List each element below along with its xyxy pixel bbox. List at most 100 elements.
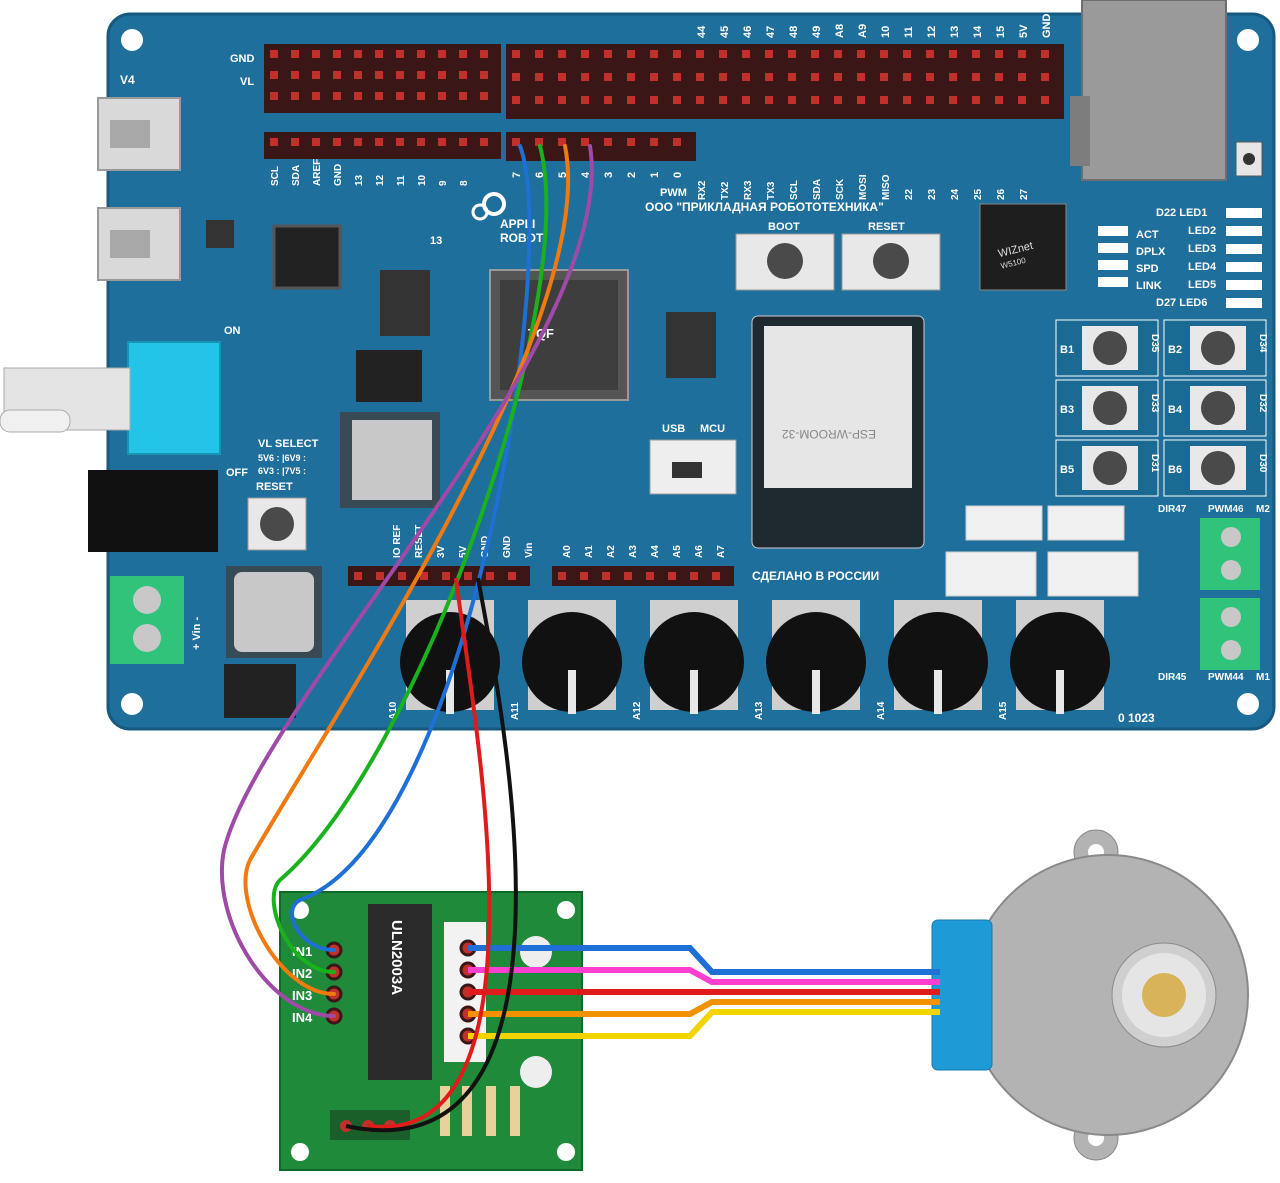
- header-pin: [1041, 73, 1049, 81]
- signal-wires: [220, 144, 594, 1018]
- resistor: [462, 1086, 472, 1136]
- button-label: B6: [1168, 464, 1182, 476]
- header-pin: [880, 50, 888, 58]
- header-pin: [742, 96, 750, 104]
- svg-text:ULN2003A: ULN2003A: [388, 920, 405, 995]
- header-pin: [742, 73, 750, 81]
- header-pin: [333, 71, 341, 79]
- pin-number: 45: [719, 26, 731, 38]
- header-pin: [535, 73, 543, 81]
- esp32-module: ESP-WROOM-32: [751, 315, 925, 549]
- boot-button[interactable]: [735, 233, 835, 291]
- button-pin-label: D33: [1149, 394, 1160, 413]
- header-pin: [811, 96, 819, 104]
- potentiometer-a14[interactable]: A14: [876, 600, 988, 720]
- header-pin: [690, 572, 698, 580]
- header-pin: [417, 71, 425, 79]
- black-wire: [345, 577, 518, 1132]
- header-pin: [512, 138, 520, 146]
- header-pin: [512, 96, 520, 104]
- vl-options: 6V3 : |7V5 :: [258, 466, 306, 476]
- header-pin: [459, 50, 467, 58]
- header-pin: [926, 50, 934, 58]
- header-pin: [627, 96, 635, 104]
- pin-number: 13: [949, 26, 961, 38]
- pin-number: A9: [857, 24, 869, 38]
- mount-hole: [121, 693, 143, 715]
- mount-hole: [1237, 29, 1259, 51]
- header-pin: [291, 138, 299, 146]
- pin-number: 12: [926, 26, 938, 38]
- power-pin-label: 5V: [458, 545, 469, 558]
- stepper-motor: [931, 829, 1249, 1161]
- header-pin: [765, 73, 773, 81]
- header-pin: [396, 50, 404, 58]
- header-pin: [995, 73, 1003, 81]
- motor-label: M2: [1256, 504, 1270, 515]
- pin-label: 3: [603, 172, 615, 178]
- potentiometer-a12[interactable]: A12: [632, 600, 744, 720]
- header-pin: [442, 572, 450, 580]
- header-row-label: VL: [240, 76, 254, 88]
- header-pin: [354, 138, 362, 146]
- status-led: [1098, 277, 1128, 287]
- header-pin: [375, 92, 383, 100]
- usb-port: [97, 207, 181, 281]
- pin-number: 44: [696, 25, 708, 38]
- header-pin: [375, 138, 383, 146]
- orange-wire: [243, 144, 571, 996]
- potentiometer-a10[interactable]: A10: [388, 600, 500, 720]
- header-pin: [627, 138, 635, 146]
- header-pin: [673, 96, 681, 104]
- header-pin: [1018, 96, 1026, 104]
- header-pin: [995, 96, 1003, 104]
- usb-mcu-switch[interactable]: [649, 439, 737, 495]
- analog-pin-label: A1: [584, 545, 595, 558]
- pwm-label: PWM: [660, 187, 687, 199]
- motor-label: PWM46: [1208, 504, 1244, 515]
- status-led: [1098, 260, 1128, 270]
- header-pin: [719, 73, 727, 81]
- power-switch[interactable]: [0, 341, 221, 455]
- header-pin: [580, 572, 588, 580]
- header-pin: [604, 73, 612, 81]
- reset-button[interactable]: [841, 233, 941, 291]
- pin-number: SDA: [812, 179, 823, 200]
- button-label: B5: [1060, 464, 1074, 476]
- made-in-russia: СДЕЛАНО В РОССИИ: [752, 569, 879, 583]
- header-pin: [788, 96, 796, 104]
- header-pin: [949, 50, 957, 58]
- potentiometer-a15[interactable]: A15: [998, 600, 1110, 720]
- header-pin: [742, 50, 750, 58]
- potentiometer-a13[interactable]: A13: [754, 600, 866, 720]
- header-pin: [420, 572, 428, 580]
- header-pin: [627, 50, 635, 58]
- header-pin: [512, 73, 520, 81]
- header-pin: [604, 138, 612, 146]
- microcontroller-chip: TQF: [489, 269, 629, 401]
- header-pin: [459, 92, 467, 100]
- power-pin-label: IO REF: [392, 525, 403, 558]
- header-pin: [270, 92, 278, 100]
- dc-jack: [88, 470, 218, 552]
- header-pin: [480, 71, 488, 79]
- reset-button[interactable]: [247, 497, 307, 551]
- motor-label: DIR45: [1158, 672, 1187, 683]
- potentiometer-a11[interactable]: A11: [510, 600, 622, 720]
- header-pin: [696, 73, 704, 81]
- ethernet-jack: [1070, 0, 1263, 181]
- header-pin: [291, 71, 299, 79]
- off-label: OFF: [226, 467, 248, 479]
- pin-number: 22: [904, 188, 915, 200]
- header-pin: [668, 572, 676, 580]
- connector: [1047, 551, 1139, 597]
- diode: [356, 350, 422, 402]
